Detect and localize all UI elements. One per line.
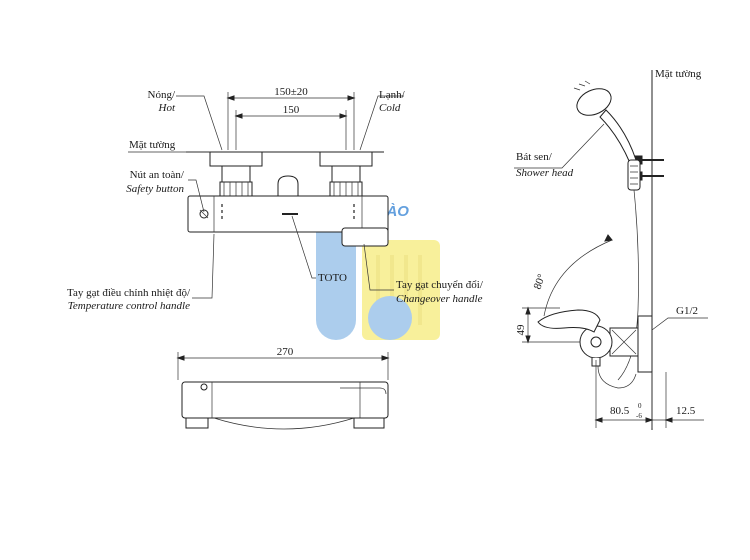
label-cold-en: Cold: [379, 102, 401, 114]
leader-shower: [514, 123, 605, 169]
shower-hose: [617, 189, 639, 381]
leader-temp: [192, 233, 215, 299]
dim-length: 270: [277, 346, 294, 358]
leader-cold: [359, 95, 404, 151]
front-view: 150±20 150: [67, 86, 484, 312]
wall-flange-side: [637, 315, 653, 373]
watermark-blue-circle: [368, 296, 412, 340]
shower-head-side: [573, 80, 641, 191]
side-view: Mặt tường Bát sen/ Shower head: [514, 68, 708, 430]
label-thread: G1/2: [676, 305, 698, 317]
leader-thread: [651, 317, 708, 331]
dim-depth-main: 80.5: [610, 405, 630, 417]
label-wall-right: Mặt tường: [655, 68, 702, 80]
angle-arc: [543, 239, 613, 317]
dim-depth-tol-upper: 0: [638, 402, 642, 410]
label-temp-vi: Tay gạt điều chỉnh nhiệt độ/: [67, 287, 191, 299]
leader-toto: [291, 215, 316, 279]
label-hot-vi: Nóng/: [148, 89, 176, 101]
leader-changeover: [363, 243, 394, 291]
mixer-side-profile: [537, 309, 653, 389]
changeover-handle-front: [341, 227, 389, 247]
label-cold-vi: Lạnh/: [379, 89, 406, 101]
dim-wall-gap: 12.5: [676, 405, 696, 417]
label-safety-vi: Nút an toàn/: [130, 169, 185, 181]
mixer-body-bottom: [181, 381, 389, 419]
label-hot-en: Hot: [158, 102, 176, 114]
top-outlet: [277, 175, 299, 196]
label-safety-en: Safety button: [126, 183, 184, 195]
dim-centers-range: 150±20: [274, 86, 308, 98]
bottom-view: 270: [176, 346, 390, 430]
cold-flange: [319, 151, 373, 167]
changeover-handle-side: [537, 309, 601, 333]
label-temp-en: Temperature control handle: [68, 300, 190, 312]
dim-height: 49: [515, 324, 527, 336]
hot-flange: [209, 151, 263, 167]
label-shower-en: Shower head: [516, 167, 574, 179]
label-toto: TOTO: [318, 272, 347, 284]
leader-safety: [188, 179, 205, 213]
leader-hot: [176, 95, 223, 151]
dim-depth-tol-lower: -6: [636, 412, 642, 420]
label-shower-vi: Bát sen/: [516, 151, 553, 163]
dim-centers: 150: [283, 104, 300, 116]
label-changeover-vi: Tay gạt chuyển đổi/: [396, 279, 484, 291]
label-wall-left: Mặt tường: [129, 139, 176, 151]
dim-angle: 80°: [532, 272, 549, 291]
label-changeover-en: Changeover handle: [396, 293, 483, 305]
